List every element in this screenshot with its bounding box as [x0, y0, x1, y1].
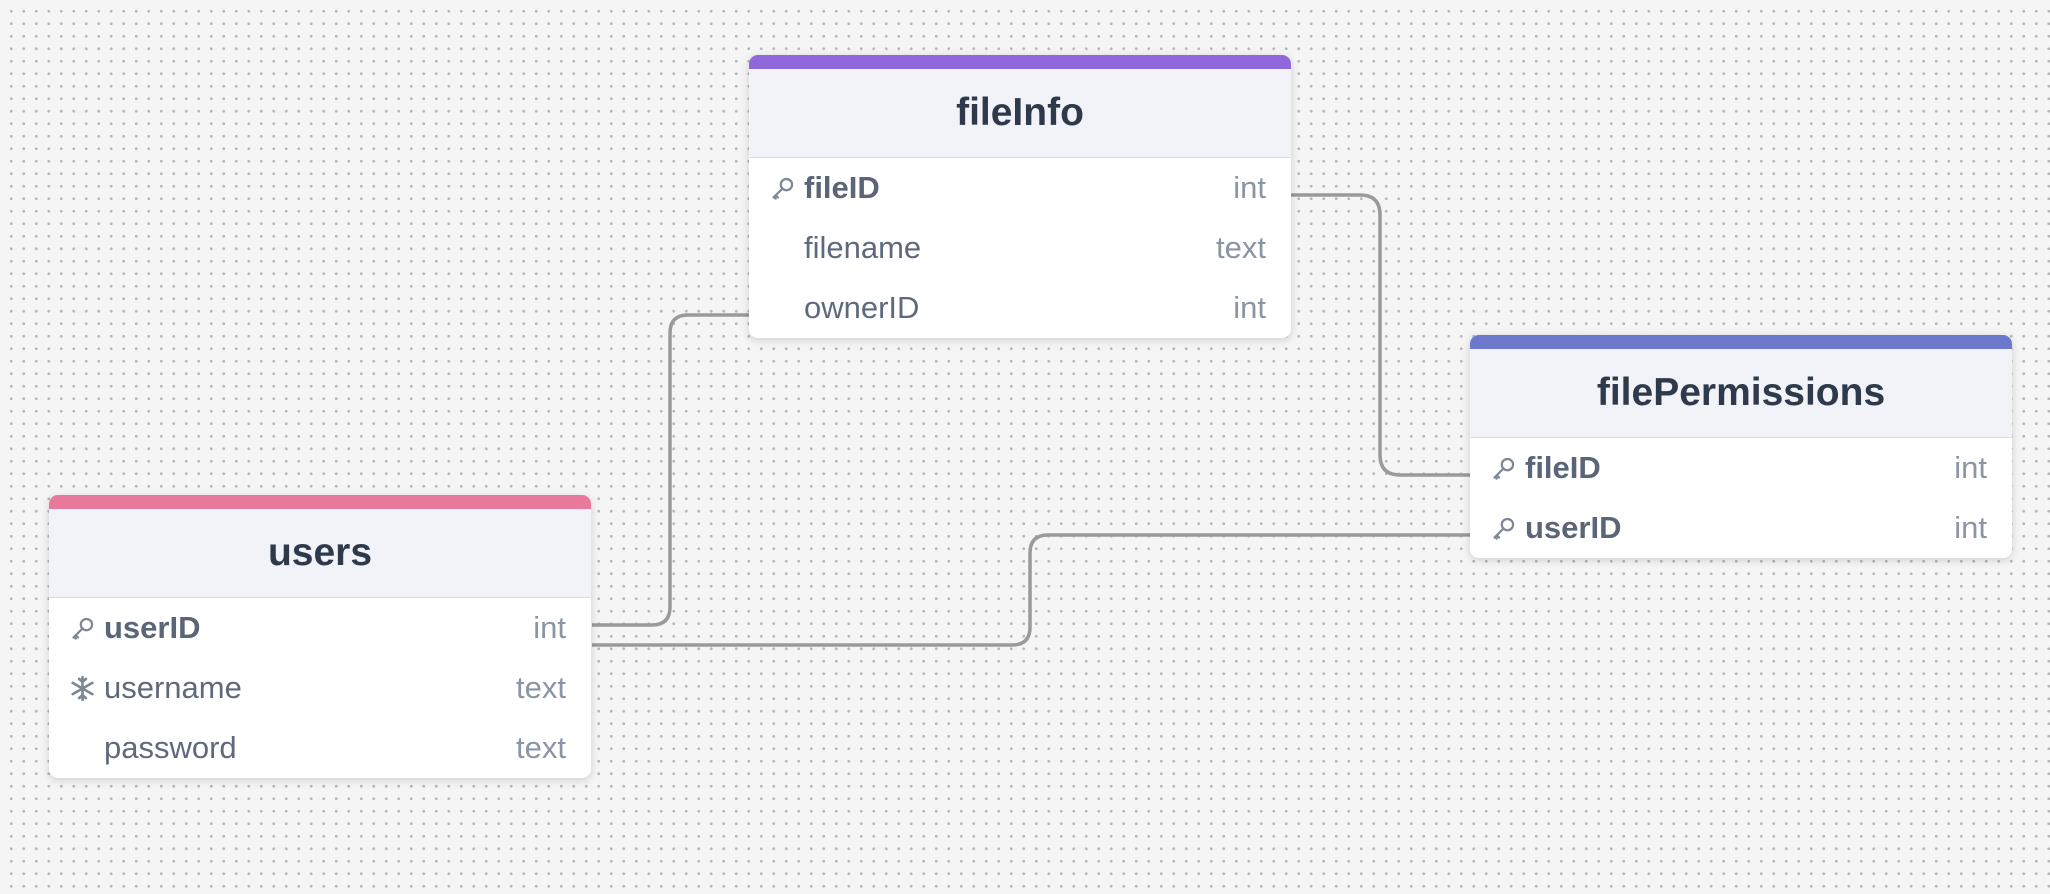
table-title: filePermissions — [1470, 349, 2012, 438]
key-icon — [1490, 511, 1525, 546]
edge-users-userID-to-fileInfo-ownerID[interactable] — [592, 313, 749, 627]
table-title: fileInfo — [749, 69, 1291, 158]
table-accent-bar — [749, 55, 1291, 69]
field-row-fileID[interactable]: fileID int — [749, 158, 1291, 218]
empty-icon-slot — [769, 291, 804, 326]
field-row-ownerID[interactable]: ownerID int — [749, 278, 1291, 338]
table-users[interactable]: users userID int username text password … — [49, 495, 591, 778]
field-name: userID — [1525, 510, 1622, 545]
field-name: filename — [804, 230, 922, 265]
key-icon — [769, 171, 804, 206]
table-accent-bar — [1470, 335, 2012, 349]
field-type: int — [1954, 510, 1987, 545]
field-row-password[interactable]: password text — [49, 718, 591, 778]
field-name: username — [104, 670, 242, 705]
field-name: password — [104, 730, 237, 765]
field-row-filename[interactable]: filename text — [749, 218, 1291, 278]
edge-fileInfo-fileID-to-filePermissions-fileID[interactable] — [1290, 193, 1470, 477]
field-type: int — [1954, 450, 1987, 485]
field-type: text — [516, 730, 566, 765]
field-row-userID[interactable]: userID int — [49, 598, 591, 658]
table-fileInfo[interactable]: fileInfo fileID int filename text ownerI… — [749, 55, 1291, 338]
field-name: fileID — [804, 170, 880, 205]
edge-users-userID-to-filePermissions-userID[interactable] — [592, 533, 1470, 647]
table-title: users — [49, 509, 591, 598]
empty-icon-slot — [769, 231, 804, 266]
field-type: text — [1216, 230, 1266, 265]
key-icon — [1490, 451, 1525, 486]
table-filePermissions[interactable]: filePermissions fileID int userID int — [1470, 335, 2012, 558]
field-row-fileID[interactable]: fileID int — [1470, 438, 2012, 498]
field-row-userID[interactable]: userID int — [1470, 498, 2012, 558]
field-name: userID — [104, 610, 201, 645]
key-icon — [69, 611, 104, 646]
field-name: fileID — [1525, 450, 1601, 485]
snowflake-icon — [69, 671, 104, 706]
field-type: text — [516, 670, 566, 705]
table-accent-bar — [49, 495, 591, 509]
field-row-username[interactable]: username text — [49, 658, 591, 718]
field-name: ownerID — [804, 290, 920, 325]
field-type: int — [1233, 290, 1266, 325]
field-type: int — [533, 610, 566, 645]
empty-icon-slot — [69, 731, 104, 766]
field-type: int — [1233, 170, 1266, 205]
